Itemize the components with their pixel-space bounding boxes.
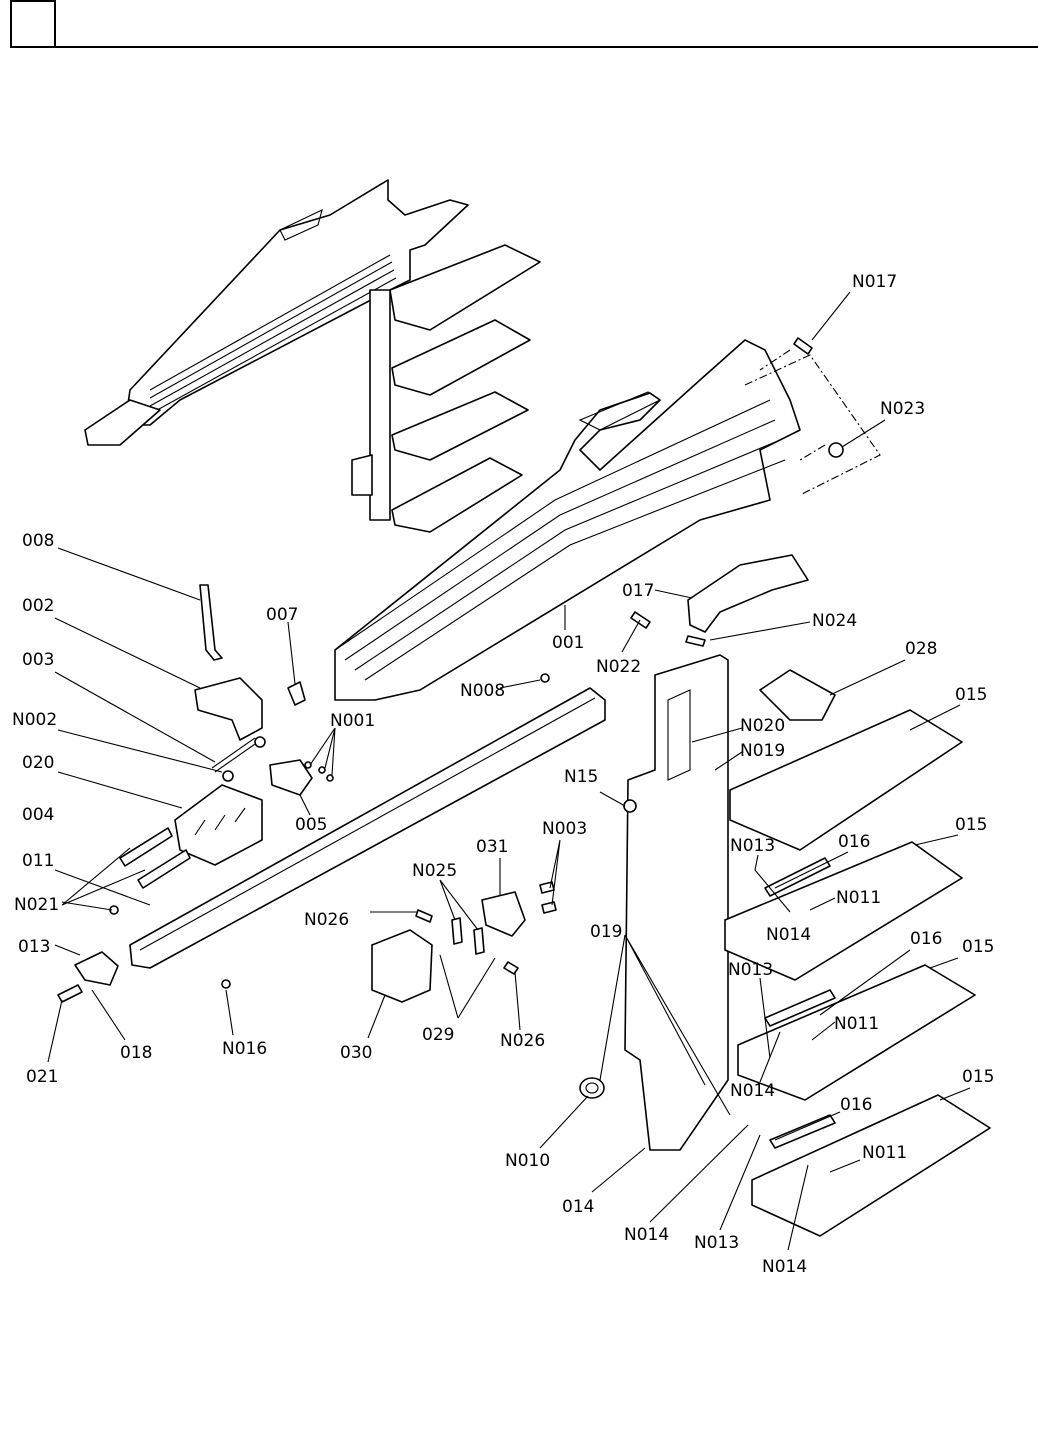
label-016-3: 016 <box>840 1095 872 1115</box>
label-N001: N001 <box>330 711 375 731</box>
part-N023-nut <box>829 443 843 457</box>
label-N008: N008 <box>460 681 505 701</box>
label-N011-1: N011 <box>836 888 881 908</box>
label-N013-1: N013 <box>730 836 775 856</box>
label-016-2: 016 <box>910 929 942 949</box>
label-N020: N020 <box>740 716 785 736</box>
label-N017: N017 <box>852 272 897 292</box>
label-N15: N15 <box>564 767 598 787</box>
label-002: 002 <box>22 596 54 616</box>
label-N014-3: N014 <box>624 1225 669 1245</box>
label-007: 007 <box>266 605 298 625</box>
part-N002-washer <box>223 771 233 781</box>
label-N003: N003 <box>542 819 587 839</box>
part-013-block <box>75 952 118 985</box>
part-002-cover <box>195 678 262 740</box>
label-018: 018 <box>120 1043 152 1063</box>
label-031: 031 <box>476 837 508 857</box>
part-N010-bushing <box>580 1078 604 1098</box>
label-N021: N021 <box>14 895 59 915</box>
part-N008-screw <box>541 674 549 682</box>
label-028: 028 <box>905 639 937 659</box>
part-028-tray <box>760 670 835 720</box>
label-005: 005 <box>295 815 327 835</box>
part-021-pin <box>58 985 82 1002</box>
part-031-bracket <box>482 892 525 936</box>
label-N002: N002 <box>12 710 57 730</box>
part-017-handle <box>688 555 808 632</box>
label-N019: N019 <box>740 741 785 761</box>
part-N016-screw <box>222 980 230 988</box>
label-N022: N022 <box>596 657 641 677</box>
label-029: 029 <box>422 1025 454 1045</box>
label-003: 003 <box>22 650 54 670</box>
part-N003-screws <box>540 882 556 913</box>
label-N013-3: N013 <box>694 1233 739 1253</box>
label-N011-2: N011 <box>834 1014 879 1034</box>
label-015-1: 015 <box>955 685 987 705</box>
part-N022-screw <box>631 612 650 628</box>
part-029-pins <box>452 918 484 954</box>
label-008: 008 <box>22 531 54 551</box>
label-N016: N016 <box>222 1039 267 1059</box>
label-N014-1: N014 <box>766 925 811 945</box>
part-015-tray-4 <box>752 1095 990 1236</box>
label-004: 004 <box>22 805 54 825</box>
label-N026-1: N026 <box>304 910 349 930</box>
label-021: 021 <box>26 1067 58 1087</box>
label-N014-2: N014 <box>730 1081 775 1101</box>
part-005-plate <box>270 760 333 795</box>
label-N025: N025 <box>412 861 457 881</box>
part-008-bracket <box>200 585 222 660</box>
part-030-block <box>372 930 432 1002</box>
label-015-3: 015 <box>962 937 994 957</box>
label-017: 017 <box>622 581 654 601</box>
assembled-unit-illustration <box>85 180 540 532</box>
label-001: 001 <box>552 633 584 653</box>
label-015-2: 015 <box>955 815 987 835</box>
part-N017-screw <box>794 338 812 354</box>
label-N014-4: N014 <box>762 1257 807 1277</box>
label-016-1: 016 <box>838 832 870 852</box>
label-015-4: 015 <box>962 1067 994 1087</box>
label-N010: N010 <box>505 1151 550 1171</box>
label-030: 030 <box>340 1043 372 1063</box>
label-N011-3: N011 <box>862 1143 907 1163</box>
part-N024-screw <box>686 636 705 646</box>
label-014: 014 <box>562 1197 594 1217</box>
label-019: 019 <box>590 922 622 942</box>
label-011: 011 <box>22 851 54 871</box>
label-N024: N024 <box>812 611 857 631</box>
part-003-spring <box>212 737 265 772</box>
label-N026-2: N026 <box>500 1031 545 1051</box>
label-020: 020 <box>22 753 54 773</box>
part-N15-nut <box>624 800 636 812</box>
part-007-pin <box>288 682 305 705</box>
label-N023: N023 <box>880 399 925 419</box>
label-N013-2: N013 <box>728 960 773 980</box>
label-013: 013 <box>18 937 50 957</box>
part-014-frame <box>625 655 728 1150</box>
